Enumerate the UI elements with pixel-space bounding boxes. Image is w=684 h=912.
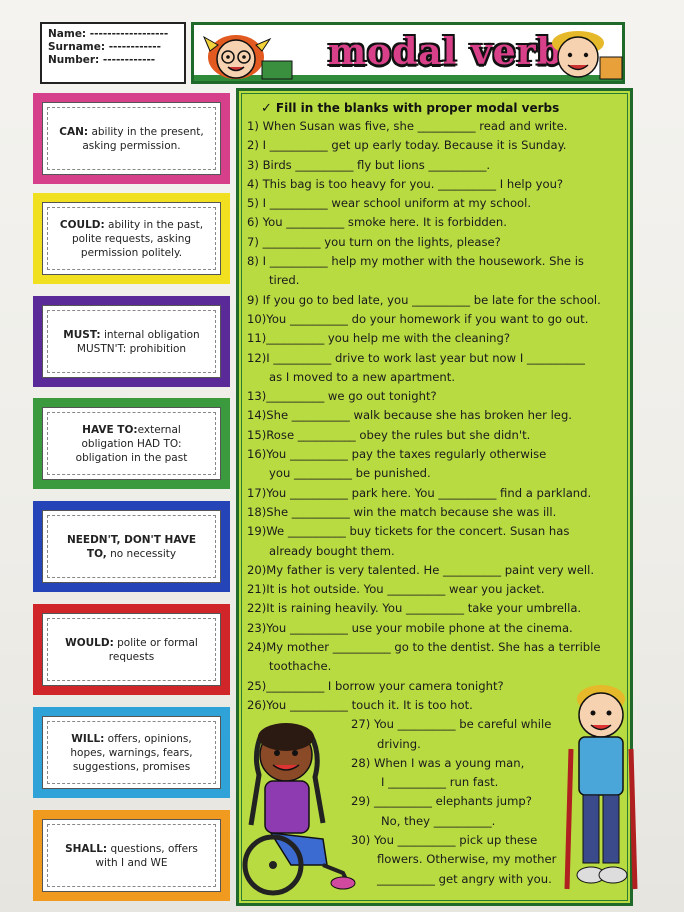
exercise-line: 25)__________ I borrow your camera tonig… <box>247 678 504 693</box>
exercise-title: ✓Fill in the blanks with proper modal ve… <box>261 101 559 116</box>
exercise-line: 15)Rose __________ obey the rules but sh… <box>247 427 531 442</box>
exercise-line: 10)You __________ do your homework if yo… <box>247 311 589 326</box>
exercise-line: 19)We __________ buy tickets for the con… <box>247 524 570 539</box>
exercise-line: No, they __________. <box>381 813 496 828</box>
exercise-line: already bought them. <box>269 543 395 558</box>
exercise-line: 12)I __________ drive to work last year … <box>247 350 585 365</box>
card-could: COULD: ability in the past, polite reque… <box>33 193 230 284</box>
card-neednt-text: no necessity <box>106 547 177 560</box>
exercise-line: 11)__________ you help me with the clean… <box>247 331 511 346</box>
card-could-verb: COULD: <box>59 218 105 231</box>
title-stripe <box>194 75 622 81</box>
card-will-verb: WILL: <box>71 732 105 745</box>
card-would-text: polite or formal requests <box>108 636 198 663</box>
card-must-text: internal obligation MUSTN'T: prohibition <box>76 328 200 355</box>
exercise-line: 29) __________ elephants jump? <box>351 794 532 809</box>
card-have-to-verb: HAVE TO: <box>82 423 138 436</box>
exercise-line: as I moved to a new apartment. <box>269 369 456 384</box>
exercise-line: you __________ be punished. <box>269 466 431 481</box>
exercise-line: 17)You __________ park here. You _______… <box>247 485 592 500</box>
exercise-line: toothache. <box>269 659 332 674</box>
exercise-line: 2) I __________ get up early today. Beca… <box>247 138 567 153</box>
name-field[interactable]: Name: ------------------ <box>48 28 169 40</box>
student-info-box: Name: ------------------ Surname: ------… <box>40 22 186 84</box>
card-can-text: ability in the present, asking permissio… <box>82 125 204 152</box>
surname-field[interactable]: Surname: ------------ <box>48 41 161 53</box>
exercise-line: 24)My mother __________ go to the dentis… <box>247 640 601 655</box>
number-field[interactable]: Number: ------------ <box>48 54 156 66</box>
exercise-line: 28) When I was a young man, <box>351 755 525 770</box>
card-have-to-body: HAVE TO:external obligation HAD TO: obli… <box>42 407 221 480</box>
exercise-lines: 1) When Susan was five, she __________ r… <box>247 117 627 889</box>
card-have-to: HAVE TO:external obligation HAD TO: obli… <box>33 398 230 489</box>
exercise-instruction: Fill in the blanks with proper modal ver… <box>275 101 560 115</box>
exercise-panel: ✓Fill in the blanks with proper modal ve… <box>236 88 638 906</box>
exercise-line: flowers. Otherwise, my mother <box>377 852 557 867</box>
exercise-line: 8) I __________ help my mother with the … <box>247 254 584 269</box>
checkmark-icon: ✓ <box>261 101 272 116</box>
card-shall-text: questions, offers with I and WE <box>95 842 198 869</box>
exercise-line: 4) This bag is too heavy for you. ______… <box>247 176 564 191</box>
exercise-line: 3) Birds __________ fly but lions ______… <box>247 157 491 172</box>
card-have-to-text: external obligation HAD TO: obligation i… <box>75 423 188 464</box>
card-neednt: NEEDN'T, DON'T HAVE TO, no necessity <box>33 501 230 592</box>
card-can: CAN: ability in the present, asking perm… <box>33 93 230 184</box>
card-neednt-body: NEEDN'T, DON'T HAVE TO, no necessity <box>42 510 221 583</box>
exercise-line: __________ get angry with you. <box>377 871 552 886</box>
title-banner: modal verbs <box>191 22 625 84</box>
exercise-line: 30) You __________ pick up these <box>351 832 538 847</box>
boy-crutches-icon <box>564 685 638 890</box>
exercise-line: 20)My father is very talented. He ______… <box>247 562 595 577</box>
card-can-body: CAN: ability in the present, asking perm… <box>42 102 221 175</box>
card-must-verb: MUST: <box>63 328 101 341</box>
exercise-line: 21)It is hot outside. You __________ wea… <box>247 582 545 597</box>
card-must-body: MUST: internal obligation MUSTN'T: prohi… <box>42 305 221 378</box>
exercise-line: 9) If you go to bed late, you __________… <box>247 292 601 307</box>
card-will-body: WILL: offers, opinions, hopes, warnings,… <box>42 716 221 789</box>
card-will-text: offers, opinions, hopes, warnings, fears… <box>70 732 193 773</box>
card-will: WILL: offers, opinions, hopes, warnings,… <box>33 707 230 798</box>
exercise-line: 26)You __________ touch it. It is too ho… <box>247 697 473 712</box>
card-would-verb: WOULD: <box>65 636 114 649</box>
card-shall: SHALL: questions, offers with I and WE <box>33 810 230 901</box>
card-neednt-verb: NEEDN'T, DON'T HAVE TO, <box>66 533 197 560</box>
exercise-line: tired. <box>269 273 300 288</box>
exercise-line: I __________ run fast. <box>381 775 499 790</box>
exercise-line: 18)She __________ win the match because … <box>247 504 557 519</box>
exercise-line: 22)It is raining heavily. You __________… <box>247 601 582 616</box>
exercise-line: driving. <box>377 736 421 751</box>
card-shall-body: SHALL: questions, offers with I and WE <box>42 819 221 892</box>
card-shall-verb: SHALL: <box>65 842 108 855</box>
exercise-line: 13)__________ we go out tonight? <box>247 389 437 404</box>
card-could-body: COULD: ability in the past, polite reque… <box>42 202 221 275</box>
boy-head-icon <box>552 31 623 80</box>
girl-head-icon <box>202 35 293 80</box>
exercise-line: 7) __________ you turn on the lights, pl… <box>247 234 501 249</box>
exercise-line: 5) I __________ wear school uniform at m… <box>247 196 532 211</box>
exercise-line: 1) When Susan was five, she __________ r… <box>247 119 568 133</box>
card-would: WOULD: polite or formal requests <box>33 604 230 695</box>
card-can-verb: CAN: <box>59 125 89 138</box>
exercise-line: 16)You __________ pay the taxes regularl… <box>247 447 547 462</box>
exercise-line: 23)You __________ use your mobile phone … <box>247 620 573 635</box>
card-must: MUST: internal obligation MUSTN'T: prohi… <box>33 296 230 387</box>
card-would-body: WOULD: polite or formal requests <box>42 613 221 686</box>
girl-wheelchair-icon <box>242 723 356 896</box>
card-could-text: ability in the past, polite requests, as… <box>71 218 204 259</box>
page-title: modal verbs <box>327 31 585 73</box>
exercise-line: 27) You __________ be careful while <box>351 717 552 732</box>
exercise-line: 14)She __________ walk because she has b… <box>247 408 572 423</box>
exercise-line: 6) You __________ smoke here. It is forb… <box>247 215 507 230</box>
